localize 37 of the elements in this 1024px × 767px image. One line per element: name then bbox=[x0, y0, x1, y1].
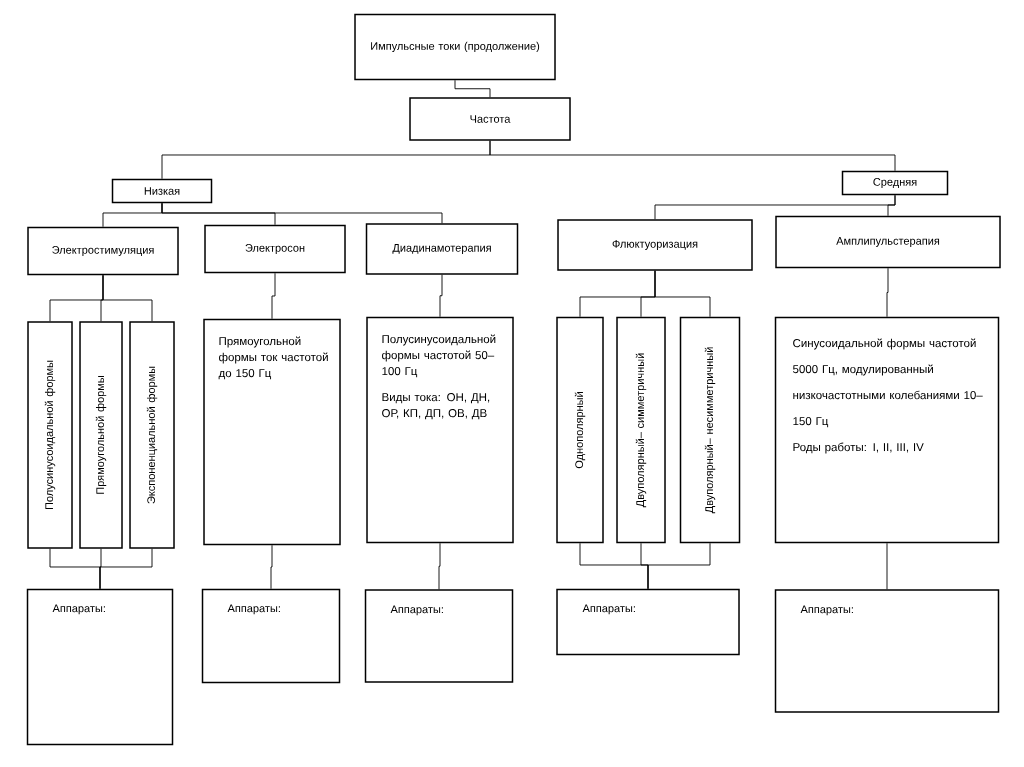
apparatus-box: Аппараты: bbox=[201, 588, 341, 684]
method-box: Электростимуляция bbox=[27, 226, 179, 276]
connector-line bbox=[438, 542, 441, 590]
method-box: Флюктуоризация bbox=[557, 219, 753, 271]
form-box: Экспоненциальной формы bbox=[129, 321, 175, 549]
category-box: Низкая bbox=[111, 178, 213, 204]
apparatus-box: Аппараты: bbox=[26, 588, 174, 746]
connector-line bbox=[886, 267, 889, 318]
connector-line bbox=[489, 140, 896, 172]
apparatus-box: Аппараты: bbox=[364, 589, 514, 683]
apparatus-box: Аппараты: bbox=[556, 588, 740, 656]
title-box: Импульсные токи (продолжение) bbox=[354, 13, 556, 81]
form-box: Двуполярный– несимметричный bbox=[679, 316, 741, 544]
description-box: Полусинусоидальной формы частотой 50–100 Гц Виды тока: ОН, ДН, ОР, КП, ДП, ОВ, ДВ bbox=[366, 316, 514, 544]
connector-line bbox=[270, 544, 273, 590]
form-box: Однополярный bbox=[556, 316, 604, 544]
connector-line bbox=[102, 274, 153, 322]
connector-line bbox=[647, 542, 711, 590]
category-box: Средняя bbox=[841, 170, 949, 196]
description-box: Прямоугольной формы ток частотой до 150 Гц bbox=[203, 318, 341, 546]
connector-line bbox=[271, 272, 276, 320]
method-box: Амплипульстерапия bbox=[775, 215, 1001, 269]
form-box: Полусинусоидальной формы bbox=[27, 321, 73, 549]
description-box: Синусоидальной формы частотой 5000 Гц, модулированный низкочастотными колебаниями 10–150 Гц Роды работы: I, II, III, IV bbox=[774, 316, 1000, 544]
method-box: Электросон bbox=[204, 224, 346, 274]
method-box: Диадинамотерапия bbox=[365, 223, 519, 275]
connector-line bbox=[439, 274, 443, 318]
apparatus-box: Аппараты: bbox=[774, 589, 1000, 713]
form-box: Прямоугольной формы bbox=[79, 321, 123, 549]
category-box: Частота bbox=[409, 97, 571, 141]
connector-line bbox=[161, 202, 443, 224]
connector-line bbox=[454, 79, 491, 98]
connector-line bbox=[887, 194, 896, 217]
connector-line bbox=[654, 270, 711, 318]
connector-line bbox=[886, 542, 888, 590]
connector-line bbox=[99, 548, 153, 590]
form-box: Двуполярный– симметричный bbox=[616, 316, 666, 544]
